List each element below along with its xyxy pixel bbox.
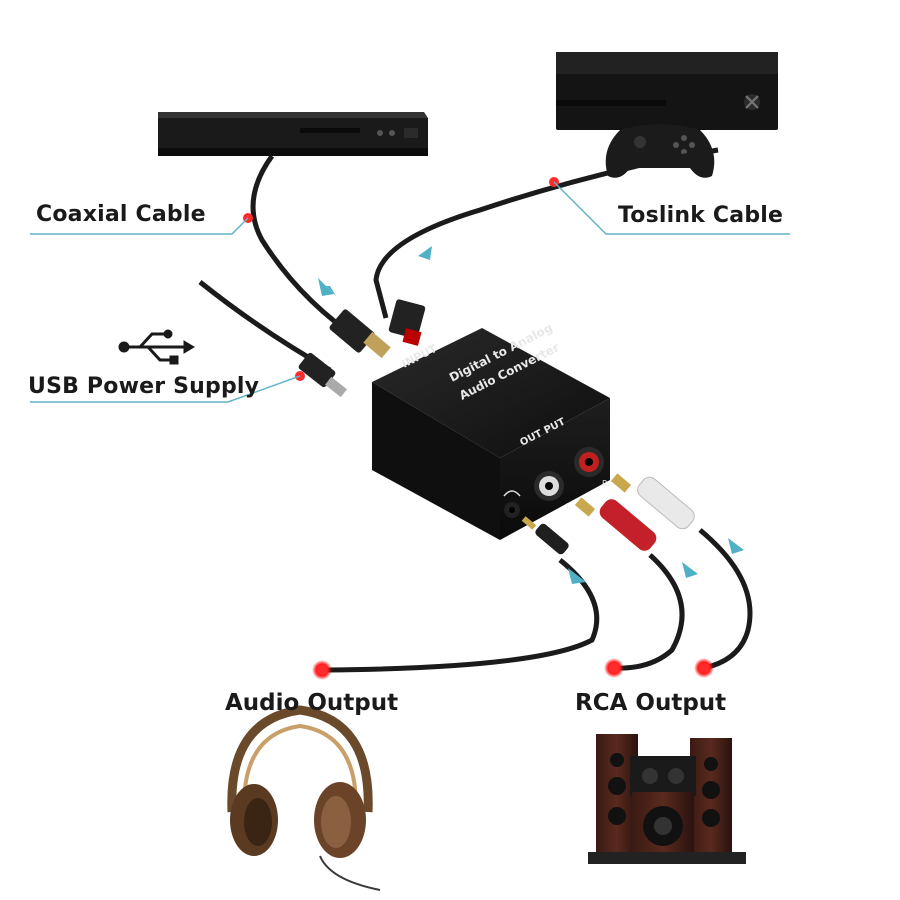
speakers-icon (588, 734, 746, 864)
toslink-leader (553, 181, 790, 235)
coax-leader (30, 217, 249, 235)
rca-marker-1 (604, 658, 624, 678)
arrow-icon (728, 538, 744, 554)
toslink-plug (388, 299, 426, 346)
toslink-cable-label: Toslink Cable (618, 203, 784, 228)
rca-marker-2 (694, 658, 714, 678)
game-console-icon (556, 52, 778, 130)
audio-output-label: Audio Output (225, 690, 399, 716)
converter-device (372, 328, 610, 540)
headphones-icon (227, 705, 381, 891)
usb-icon (118, 329, 195, 365)
arrow-icon (318, 278, 334, 296)
arrow-icon (568, 568, 586, 584)
audio-marker (312, 660, 332, 680)
coaxial-plug (329, 309, 391, 359)
rca-white-plug (610, 473, 695, 530)
coaxial-cable-label: Coaxial Cable (36, 202, 206, 227)
leader-lines (30, 181, 790, 403)
usb-plug (298, 352, 347, 398)
arrow-icon (682, 562, 698, 578)
usb-power-label: USB Power Supply (28, 374, 260, 399)
controller-icon (605, 124, 715, 178)
headphone-jack-icon (503, 490, 521, 497)
device-l-label: L (566, 502, 571, 511)
usb-leader (30, 375, 301, 403)
device-r-label: R (602, 479, 608, 488)
audio-35mm-plug (521, 516, 569, 555)
rca-output-label: RCA Output (575, 690, 727, 716)
flow-arrows (318, 246, 744, 584)
dvd-player-icon (158, 112, 428, 156)
rca-red-plug (574, 497, 657, 551)
arrow-icon (418, 246, 432, 260)
